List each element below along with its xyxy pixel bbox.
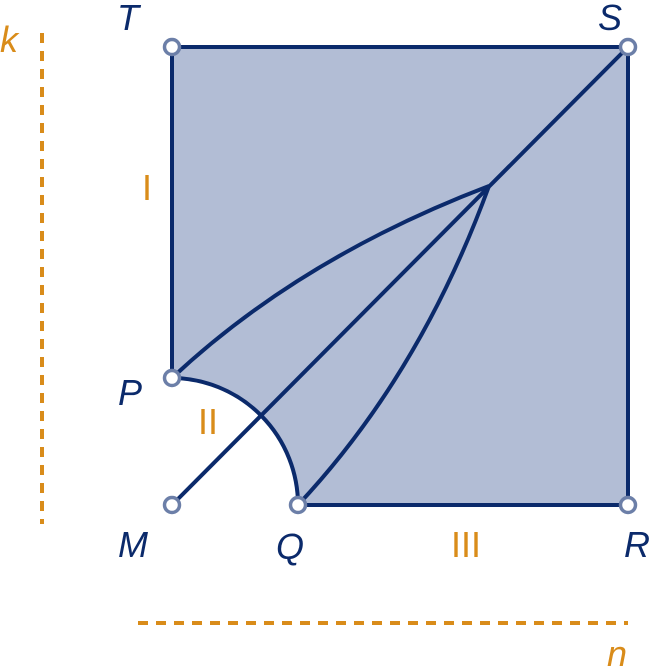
segment-label-III: III (451, 524, 481, 565)
label-P: P (118, 372, 142, 413)
label-Q: Q (276, 526, 304, 567)
point-P-marker (162, 368, 182, 388)
label-M: M (118, 524, 148, 565)
curve-Q-cusp (296, 185, 491, 507)
diagonal-MS (170, 45, 630, 507)
point-M-marker (162, 495, 182, 515)
line-label-n: n (607, 633, 627, 667)
line-label-k: k (0, 19, 20, 60)
label-R: R (624, 524, 650, 565)
point-R-marker (618, 495, 638, 515)
point-Q-marker (288, 495, 308, 515)
point-S-marker (618, 37, 638, 57)
curve-P-cusp (170, 184, 490, 380)
segment-label-I: I (142, 167, 152, 208)
point-T-marker (162, 37, 182, 57)
label-T: T (117, 0, 142, 38)
segment-label-II: II (198, 401, 218, 442)
label-S: S (598, 0, 622, 38)
